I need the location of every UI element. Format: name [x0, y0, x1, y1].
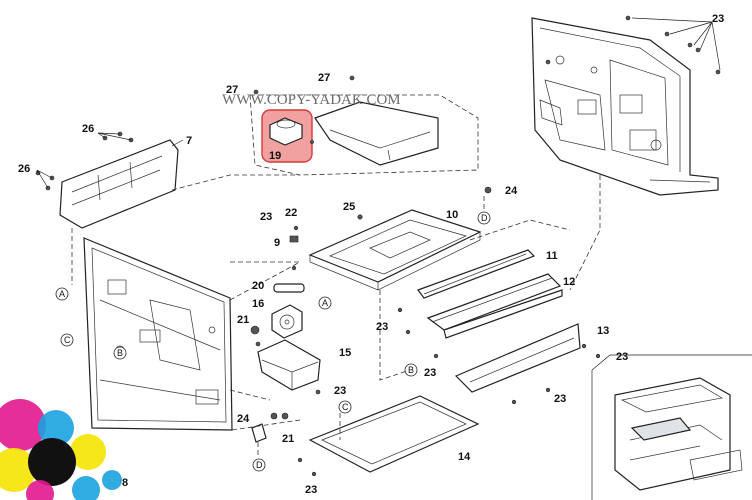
svg-text:B: B: [117, 348, 123, 358]
callout-23-right: 23: [616, 351, 628, 363]
svg-text:A: A: [322, 298, 328, 308]
callout-23-lower-right: 23: [554, 393, 566, 405]
callout-23-tray: 23: [260, 211, 272, 223]
machine-location-inset: [591, 354, 752, 500]
callout-22: 22: [285, 207, 297, 219]
callout-11: 11: [546, 250, 558, 262]
ref-circle-b-center: B: [404, 363, 418, 377]
center-tray: [230, 209, 482, 291]
svg-text:D: D: [481, 213, 488, 223]
svg-text:A: A: [59, 289, 65, 299]
callout-13: 13: [597, 325, 609, 337]
ref-circle-c-left: C: [60, 333, 74, 347]
cmyk-logo: 8: [0, 399, 128, 500]
svg-text:C: C: [342, 402, 349, 412]
callout-12: 12: [563, 276, 575, 288]
ref-circle-d-bottom: D: [252, 458, 266, 472]
rail-12: [426, 273, 563, 339]
callout-23-top: 23: [712, 13, 724, 25]
callout-10: 10: [446, 209, 458, 221]
ref-circle-d-top: D: [477, 211, 491, 225]
callout-26-top: 26: [82, 123, 94, 135]
callout-26-left: 26: [18, 163, 30, 175]
callout-23-bottom: 23: [305, 484, 317, 496]
callout-24-bottom: 24: [237, 413, 250, 425]
ref-circle-a-center: A: [318, 296, 332, 310]
left-frame-panel: [83, 237, 233, 431]
callout-24-top: 24: [505, 185, 518, 197]
fan-and-duct-assembly: [250, 283, 321, 455]
svg-text:C: C: [64, 335, 71, 345]
bottom-plate: [297, 395, 480, 477]
callout-21-upper: 21: [237, 314, 249, 326]
callout-7: 7: [186, 135, 192, 147]
callout-25: 25: [343, 201, 355, 213]
guide-lines: [229, 219, 571, 431]
upper-unit-group: [249, 75, 479, 176]
left-cover-bracket: [35, 131, 300, 285]
callout-9: 9: [274, 237, 280, 249]
callout-23-center: 23: [424, 367, 436, 379]
motor-part: [269, 117, 303, 146]
rail-11: [417, 249, 536, 299]
ref-circle-b-left: B: [113, 346, 127, 360]
callout-14: 14: [458, 451, 471, 463]
ref-circle-a-left: A: [55, 287, 69, 301]
callout-16: 16: [252, 298, 264, 310]
watermark-text: WWW.COPY-YADAK.COM: [222, 92, 401, 108]
svg-text:B: B: [408, 365, 414, 375]
callout-27-left: 27: [226, 84, 238, 96]
rear-frame-assembly: [531, 15, 721, 291]
rail-13: [397, 186, 601, 405]
callout-20: 20: [252, 280, 264, 292]
callout-15: 15: [339, 347, 351, 359]
logo-digit: 8: [122, 477, 128, 489]
callout-19: 19: [269, 150, 281, 162]
callout-21-lower: 21: [282, 433, 294, 445]
svg-text:D: D: [256, 460, 263, 470]
callout-27-right: 27: [318, 72, 330, 84]
ref-circle-c-center: C: [338, 400, 352, 414]
callout-23-rail: 23: [376, 321, 388, 333]
callout-23-duct: 23: [334, 385, 346, 397]
